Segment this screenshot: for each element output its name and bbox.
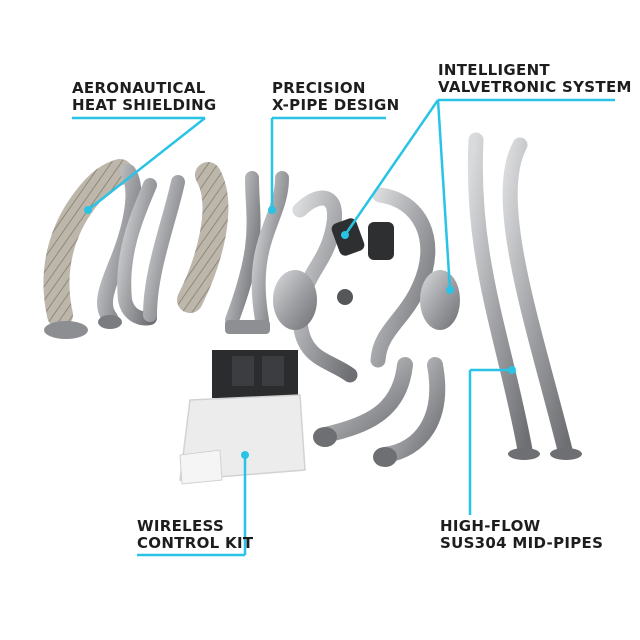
callout-heat-shielding-line1: AERONAUTICAL bbox=[72, 79, 206, 97]
valvetronic-pointer-1 bbox=[343, 99, 440, 236]
callout-x-pipe-line2: X-PIPE DESIGN bbox=[272, 96, 400, 114]
mid-pipes bbox=[467, 132, 582, 460]
callout-valvetronic-line2: VALVETRONIC SYSTEM bbox=[438, 78, 632, 96]
callout-mid-pipes-line2: SUS304 MID-PIPES bbox=[440, 534, 604, 552]
callout-x-pipe-line1: PRECISION bbox=[272, 79, 366, 97]
callout-valvetronic-line1: INTELLIGENT bbox=[438, 61, 550, 79]
callout-dots bbox=[84, 206, 516, 459]
callout-mid-pipes: HIGH-FLOW SUS304 MID-PIPES bbox=[440, 518, 603, 552]
callout-valvetronic: INTELLIGENT VALVETRONIC SYSTEM bbox=[438, 62, 632, 96]
callout-mid-pipes-line1: HIGH-FLOW bbox=[440, 517, 541, 535]
control-kit-box bbox=[179, 350, 306, 485]
callout-wireless-kit: WIRELESS CONTROL KIT bbox=[137, 518, 253, 552]
callout-x-pipe: PRECISION X-PIPE DESIGN bbox=[272, 80, 399, 114]
callout-wireless-kit-line2: CONTROL KIT bbox=[137, 534, 254, 552]
valvetronic-assembly bbox=[273, 187, 460, 383]
heat-shielded-downpipes bbox=[43, 159, 229, 339]
x-pipe-section bbox=[225, 171, 289, 334]
connector-pipes bbox=[313, 357, 446, 467]
valvetronic-pointer-2 bbox=[436, 99, 452, 291]
heat-shielding-pointer bbox=[87, 117, 206, 211]
callout-wireless-kit-line1: WIRELESS bbox=[137, 517, 225, 535]
callout-heat-shielding-line2: HEAT SHIELDING bbox=[72, 96, 217, 114]
callout-heat-shielding: AERONAUTICAL HEAT SHIELDING bbox=[72, 80, 217, 114]
callout-lines bbox=[72, 98, 615, 557]
